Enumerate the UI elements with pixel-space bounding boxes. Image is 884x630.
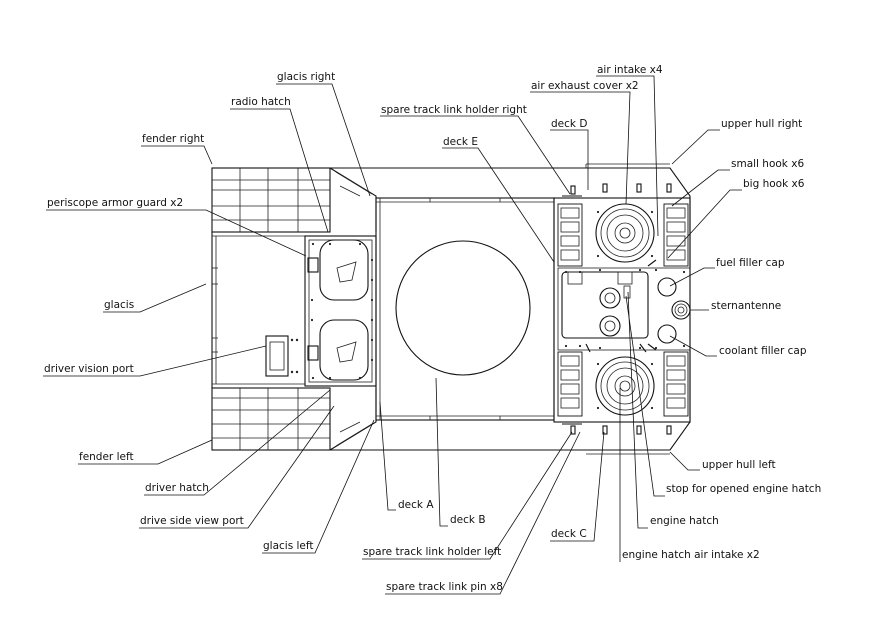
- label-air-intake: air intake x4: [597, 64, 663, 76]
- driver-hatch-shape: [319, 319, 369, 381]
- label-periscope-armor-guard: periscope armor guard x2: [47, 197, 183, 209]
- label-glacis: glacis: [104, 299, 134, 311]
- front-plate: [304, 235, 377, 387]
- label-deck-a: deck A: [398, 499, 434, 511]
- engine-hatch-air-intake: [599, 287, 621, 309]
- labels: glacis right radio hatch fender right pe…: [44, 64, 821, 593]
- engine-hatch-shape: [561, 271, 649, 339]
- radio-hatch-shape: [319, 239, 369, 301]
- hooks: [570, 183, 672, 435]
- label-driver-vision-port: driver vision port: [44, 363, 134, 375]
- label-spare-track-link-pin: spare track link pin x8: [386, 581, 503, 593]
- label-engine-hatch: engine hatch: [650, 515, 719, 527]
- periscope-guard-shape: [307, 257, 319, 273]
- label-spare-track-link-holder-right: spare track link holder right: [381, 104, 527, 116]
- label-fender-left: fender left: [79, 451, 134, 463]
- label-deck-e: deck E: [443, 136, 478, 148]
- label-sternantenne: sternantenne: [711, 300, 781, 312]
- label-small-hook: small hook x6: [731, 158, 804, 170]
- label-glacis-left: glacis left: [263, 540, 314, 552]
- label-radio-hatch: radio hatch: [231, 96, 291, 108]
- glacis-part: [211, 232, 305, 388]
- engine-hatch-air-intake: [599, 315, 621, 337]
- label-air-exhaust-cover: air exhaust cover x2: [531, 80, 639, 92]
- deck-a-b: [375, 197, 555, 421]
- label-big-hook: big hook x6: [743, 178, 805, 190]
- driver-vision-port-shape: [265, 335, 289, 377]
- glacis-side-plates: [329, 167, 377, 451]
- label-fender-right: fender right: [142, 133, 204, 145]
- label-driver-hatch: driver hatch: [145, 482, 209, 494]
- fender-left-part: [211, 387, 331, 451]
- air-exhaust-cover-top: [595, 203, 655, 263]
- leader-lines: [43, 75, 742, 595]
- periscope-guard-shape: [307, 345, 319, 361]
- label-glacis-right: glacis right: [277, 71, 335, 83]
- upper-hull-outline: [330, 163, 691, 455]
- turret-ring: [395, 240, 531, 376]
- label-deck-d: deck D: [551, 118, 587, 130]
- label-upper-hull-left: upper hull left: [702, 459, 776, 471]
- label-fuel-filler-cap: fuel filler cap: [716, 257, 785, 269]
- fuel-filler-cap-shape: [657, 277, 677, 297]
- fender-right-part: [211, 167, 331, 233]
- label-drive-side-view-port: drive side view port: [140, 515, 244, 527]
- engine-deck: [553, 183, 691, 435]
- label-deck-b: deck B: [450, 514, 486, 526]
- label-deck-c: deck C: [551, 528, 587, 540]
- label-upper-hull-right: upper hull right: [721, 118, 802, 130]
- label-coolant-filler-cap: coolant filler cap: [719, 345, 807, 357]
- label-engine-hatch-air-intake: engine hatch air intake x2: [622, 549, 760, 561]
- hull-drawing: [211, 163, 691, 455]
- air-exhaust-cover-bottom: [595, 356, 655, 416]
- label-spare-track-link-holder-left: spare track link holder left: [363, 546, 501, 558]
- air-intake-grilles: [557, 203, 689, 417]
- label-stop-for-opened-engine-hatch: stop for opened engine hatch: [666, 483, 821, 495]
- coolant-filler-cap-shape: [657, 324, 677, 344]
